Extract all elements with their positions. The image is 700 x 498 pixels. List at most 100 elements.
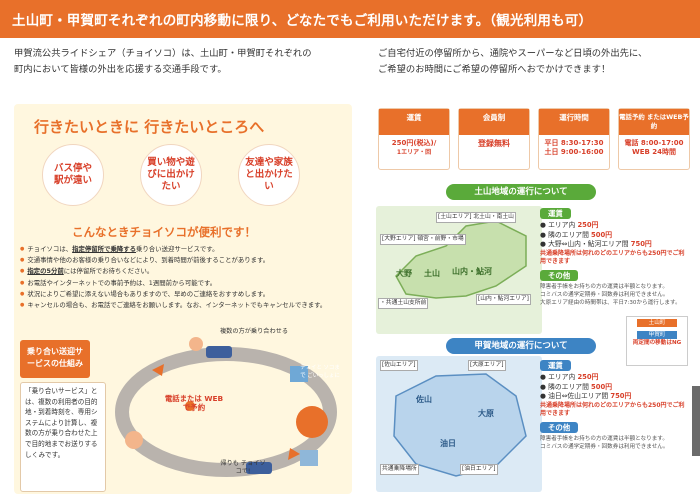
loop-label-reserve: 電話または WEBで予約 bbox=[164, 394, 224, 412]
koka-info: 運賃 ● エリア内 250円 ● 隣のエリア間 500円 ● 油日⇔佐山エリア間… bbox=[540, 360, 690, 451]
how-it-works-description: 「乗り合いサービス」とは、複数の利用者の目的地・到着時刻を、専用システムにより計… bbox=[20, 382, 106, 492]
fare-label: 隣のエリア間 bbox=[548, 230, 589, 239]
page-edge-tab bbox=[692, 386, 700, 456]
side-note-town: 甲賀町 bbox=[637, 331, 677, 339]
usage-note: 指定の5分前には停留所でお待ちください。 bbox=[20, 266, 348, 277]
intro-right-line: ご希望のお時間にご希望の停留所へおでかけできます！ bbox=[378, 64, 611, 75]
fare-tag: 運賃 bbox=[540, 208, 571, 220]
arrow-icon bbox=[288, 448, 300, 460]
bubble-text: 友達や家族と出かけたい bbox=[245, 157, 293, 192]
convenience-title: こんなときチョイソコが便利です！ bbox=[72, 225, 256, 239]
intro-left-line: 甲賀流公共ライドシェア（チョイソコ）は、土山町・甲賀町それぞれの bbox=[14, 48, 312, 59]
area-label: [大野エリア] 頓宮・前野・市場 bbox=[380, 234, 466, 245]
fare-price: 250円 bbox=[577, 221, 599, 230]
fare-row: ● 大野⇔山内・鮎河エリア間 750円 bbox=[540, 240, 652, 249]
other-note: 障害者手帳をお持ちの方の運賃は半額となります。 bbox=[540, 436, 668, 443]
arrow-icon bbox=[152, 364, 164, 376]
fare-price: 250円 bbox=[577, 373, 599, 382]
other-note: コミバスの通学定期券・回数券は利用できません。 bbox=[540, 292, 669, 299]
car-icon bbox=[206, 346, 232, 358]
card-reservation-title: 電話予約 またはWEB予約 bbox=[619, 109, 689, 135]
fare-row: ● エリア内 250円 bbox=[540, 373, 599, 382]
phone-icon bbox=[185, 401, 195, 411]
intro-right-line: ご自宅付近の停留所から、通院やスーパーなど日頃の外出先に、 bbox=[378, 48, 648, 59]
bubble-family: 友達や家族と出かけたい bbox=[238, 144, 300, 206]
card-hours-line: 土日 9:00-16:00 bbox=[544, 148, 604, 156]
fare-label: 隣のエリア間 bbox=[548, 382, 589, 391]
card-membership: 会員制 登録無料 bbox=[458, 108, 530, 170]
side-note-town: 土山町 bbox=[637, 319, 677, 327]
person-icon bbox=[189, 337, 203, 351]
card-fare-title: 運賃 bbox=[379, 109, 449, 135]
left-heading: 行きたいときに 行きたいところへ bbox=[34, 118, 265, 136]
place-label: 佐山 bbox=[416, 395, 432, 404]
area-label: [山内・鮎河エリア] bbox=[476, 294, 531, 305]
person-icon bbox=[125, 431, 143, 449]
tsuchiyama-section-title: 土山地域の運行について bbox=[446, 184, 596, 200]
area-label: [大原エリア] bbox=[468, 360, 506, 371]
note-text: 交通事情や他のお客様の乗り合いなどにより、到着時間が前後することがあります。 bbox=[27, 256, 270, 265]
fare-price: 750円 bbox=[630, 240, 652, 249]
koka-map: 佐山 大原 油日 [佐山エリア] [大原エリア] [油日エリア] 共通乗降場所 bbox=[376, 356, 542, 492]
place-label: 大原 bbox=[478, 409, 494, 418]
fare-label: エリア内 bbox=[548, 373, 576, 382]
how-title-text: 乗り合い送迎サービスの仕組み bbox=[27, 347, 83, 368]
loop-label-shared: 複数の方が乗り合わせる bbox=[220, 328, 289, 335]
intro-right: ご自宅付近の停留所から、通院やスーパーなど日頃の外出先に、 ご希望のお時間にご希… bbox=[378, 46, 690, 78]
loop-label-badge: チョイと ソコまで ごいっしょに bbox=[300, 365, 340, 379]
fare-price: 500円 bbox=[591, 230, 613, 239]
loop-label-return: 帰りも チョイソコで! bbox=[220, 460, 266, 475]
banner-text: 土山町・甲賀町それぞれの町内移動に限り、どなたでもご利用いただけます。（観光利用… bbox=[12, 13, 593, 29]
other-note: 大原エリア経由の時間帯は、平日7:30から運行します。 bbox=[540, 300, 681, 307]
place-label: 土山 bbox=[424, 269, 440, 278]
car-icon bbox=[246, 462, 272, 474]
note-text: チョイソコは、 bbox=[27, 245, 73, 253]
building-icon bbox=[300, 450, 318, 466]
card-hours-title: 運行時間 bbox=[539, 109, 609, 135]
note-text: には停留所でお待ちください。 bbox=[63, 267, 154, 276]
area-label: [土山エリア] 北土山・南土山 bbox=[436, 212, 516, 223]
left-panel: 行きたいときに 行きたいところへ バス停や駅が遠い 買い物や遊びに出かけたい 友… bbox=[14, 104, 352, 494]
choisoko-badge bbox=[296, 406, 328, 438]
top-banner: 土山町・甲賀町それぞれの町内移動に限り、どなたでもご利用いただけます。（観光利用… bbox=[0, 0, 700, 38]
side-note-ng: 両定間の移動はNG bbox=[632, 340, 682, 346]
fare-row: ● 油日⇔佐山エリア間 750円 bbox=[540, 392, 632, 401]
ride-loop-diagram bbox=[115, 337, 337, 477]
bubble-text: 買い物や遊びに出かけたい bbox=[147, 157, 195, 192]
fare-label: エリア内 bbox=[548, 221, 576, 230]
fare-label: 油日⇔佐山エリア間 bbox=[548, 392, 609, 401]
other-tag: その他 bbox=[540, 269, 579, 282]
usage-note: チョイソコは、指定停留所で乗降する乗り合い送迎サービスです。 bbox=[20, 244, 348, 255]
note-highlight: 指定停留所で乗降する bbox=[72, 245, 137, 253]
fare-price: 750円 bbox=[610, 392, 632, 401]
koka-map-shape bbox=[393, 373, 527, 477]
intro-left-line: 町内において皆様の外出を応援する交通手段です。 bbox=[14, 64, 227, 75]
card-membership-line: 登録無料 bbox=[478, 139, 510, 148]
fare-label: 大野⇔山内・鮎河エリア間 bbox=[548, 240, 629, 249]
usage-note: 交通事情や他のお客様の乗り合いなどにより、到着時間が前後することがあります。 bbox=[20, 255, 348, 266]
no-cross-town-note: 土山町 甲賀町 両定間の移動はNG bbox=[626, 316, 688, 366]
note-highlight: 指定の5分前 bbox=[27, 267, 64, 276]
fare-price: 500円 bbox=[591, 382, 613, 391]
bubble-text: バス停や駅が遠い bbox=[53, 163, 92, 186]
note-text: 状況によりご希望に添えない場合もありますので、早めのご連絡をおすすめします。 bbox=[27, 289, 270, 298]
other-tag: その他 bbox=[540, 421, 579, 434]
usage-note: キャンセルの場合も、お電話でご連絡をお願いします。なお、インターネットでもキャン… bbox=[20, 300, 348, 311]
hospital-icon bbox=[290, 366, 308, 382]
fare-row: ● エリア内 250円 bbox=[540, 221, 599, 230]
bubble-bus-stop: バス停や駅が遠い bbox=[42, 144, 104, 206]
tsuchiyama-info: 運賃 ● エリア内 250円 ● 隣のエリア間 500円 ● 大野⇔山内・鮎河エ… bbox=[540, 208, 690, 307]
card-fare-line: 1エリア・回 bbox=[396, 149, 432, 156]
other-note: コミバスの通学定期券・回数券は利用できません。 bbox=[540, 444, 669, 451]
card-membership-title: 会員制 bbox=[459, 109, 529, 135]
usage-note: お電話やインターネットでの事前予約は、1週間前から可能です。 bbox=[20, 278, 348, 289]
area-label: ・共通土山支所前 bbox=[378, 298, 429, 309]
fare-row: ● 隣のエリア間 500円 bbox=[540, 382, 613, 391]
other-note: 障害者手帳をお持ちの方の運賃は半額となります。 bbox=[540, 284, 668, 291]
service-cards: 運賃 250円(税込)/1エリア・回 会員制 登録無料 運行時間 平日 8:30… bbox=[378, 108, 693, 170]
common-stop-note: 共通乗降場所は何れのどのエリアからも250円でご利用できます bbox=[540, 401, 685, 417]
how-it-works-title: 乗り合い送迎サービスの仕組み bbox=[20, 340, 90, 378]
bubble-shopping: 買い物や遊びに出かけたい bbox=[140, 144, 202, 206]
note-text: お電話やインターネットでの事前予約は、1週間前から可能です。 bbox=[27, 278, 217, 287]
